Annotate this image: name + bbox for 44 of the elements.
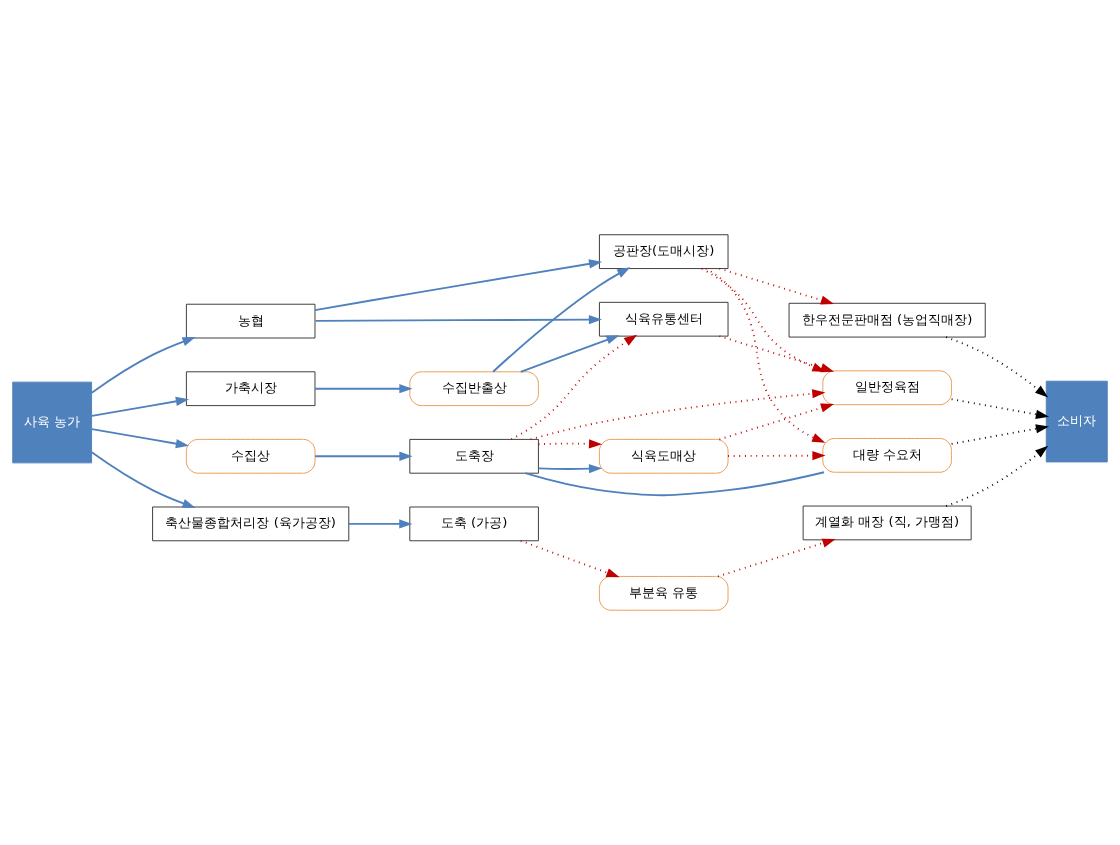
node-box: 계열화 매장 (직, 가맹점): [802, 505, 972, 541]
arrow: [945, 336, 1049, 398]
connector: [524, 471, 825, 497]
arrow: [90, 337, 196, 394]
node-box: 식육도매상: [598, 438, 729, 474]
node-box: 공판장(도매시장): [598, 234, 729, 270]
arrow: [314, 259, 603, 312]
node-box: 수집상: [185, 438, 316, 474]
arrow: [347, 519, 413, 529]
arrow: [529, 389, 826, 441]
node-box: 도축 (가공): [409, 506, 539, 542]
arrow: [314, 314, 603, 325]
arrow: [717, 538, 836, 578]
arrow: [718, 267, 835, 305]
node-box: 축산물종합처리장 (육가공장): [152, 506, 350, 542]
node-box: 한우전문판매점 (농업직매장): [788, 302, 986, 338]
arrow: [945, 445, 1049, 507]
node-box: 도축장: [409, 438, 539, 474]
arrow: [492, 267, 631, 373]
arrow: [718, 403, 835, 441]
node-box: 사육 농가: [12, 381, 93, 464]
node-box: 가축시장: [185, 371, 316, 407]
arrow: [537, 464, 603, 474]
arrow: [314, 384, 413, 394]
node-box: 농협: [185, 303, 316, 339]
arrow: [950, 424, 1050, 445]
arrow: [510, 334, 638, 441]
node-box: 대량 수요처: [822, 438, 952, 473]
node-box: 소비자: [1045, 380, 1108, 463]
arrow: [90, 451, 196, 508]
arrow: [705, 267, 826, 443]
arrow: [314, 451, 413, 461]
arrow: [950, 398, 1050, 419]
arrow: [537, 439, 603, 449]
arrow: [718, 335, 835, 373]
arrow: [91, 428, 189, 449]
arrow: [727, 451, 826, 461]
arrow: [91, 396, 189, 417]
node-box: 식육유통센터: [598, 301, 729, 337]
node-box: 일반정육점: [822, 370, 952, 406]
arrow: [519, 539, 620, 578]
arrow: [519, 335, 620, 373]
node-box: 수집반출상: [409, 371, 539, 407]
node-box: 부분육 유통: [598, 576, 729, 611]
